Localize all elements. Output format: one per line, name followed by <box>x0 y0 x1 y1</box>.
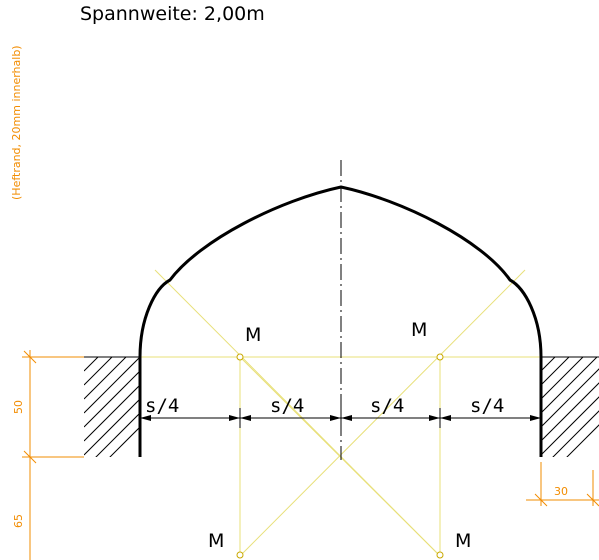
dimension-label-quarter-2: s/4 <box>270 395 304 417</box>
center-label-lower-left: M <box>208 530 224 552</box>
arch-outline <box>138 185 543 457</box>
center-point-upper-right <box>436 353 444 361</box>
construction-lines <box>140 269 541 557</box>
center-label-upper-right: M <box>411 319 427 341</box>
construction-diagonal-right <box>239 269 526 557</box>
wall-hatch-right <box>541 357 599 457</box>
height-label-lower: 65 <box>12 514 25 528</box>
height-label-upper: 50 <box>12 400 25 414</box>
wall-hatch-left <box>84 357 140 457</box>
center-label-upper-left: M <box>245 324 261 346</box>
construction-joint-upper <box>239 356 441 557</box>
center-point-lower-right <box>436 551 444 559</box>
center-points <box>236 353 444 559</box>
center-point-lower-left <box>236 551 244 559</box>
span-arrowheads <box>140 415 541 421</box>
page-title: Spannweite: 2,00m <box>80 3 265 25</box>
wall-width-label: 30 <box>554 485 568 498</box>
dimension-label-quarter-4: s/4 <box>470 395 504 417</box>
wall-width-dimension <box>526 462 599 507</box>
height-dimension <box>22 350 84 560</box>
dimension-label-quarter-3: s/4 <box>370 395 404 417</box>
margin-note: (Heftrand, 20mm innerhalb) <box>10 45 23 200</box>
center-point-upper-left <box>236 353 244 361</box>
center-label-lower-right: M <box>455 530 471 552</box>
dimension-label-quarter-1: s/4 <box>145 395 179 417</box>
